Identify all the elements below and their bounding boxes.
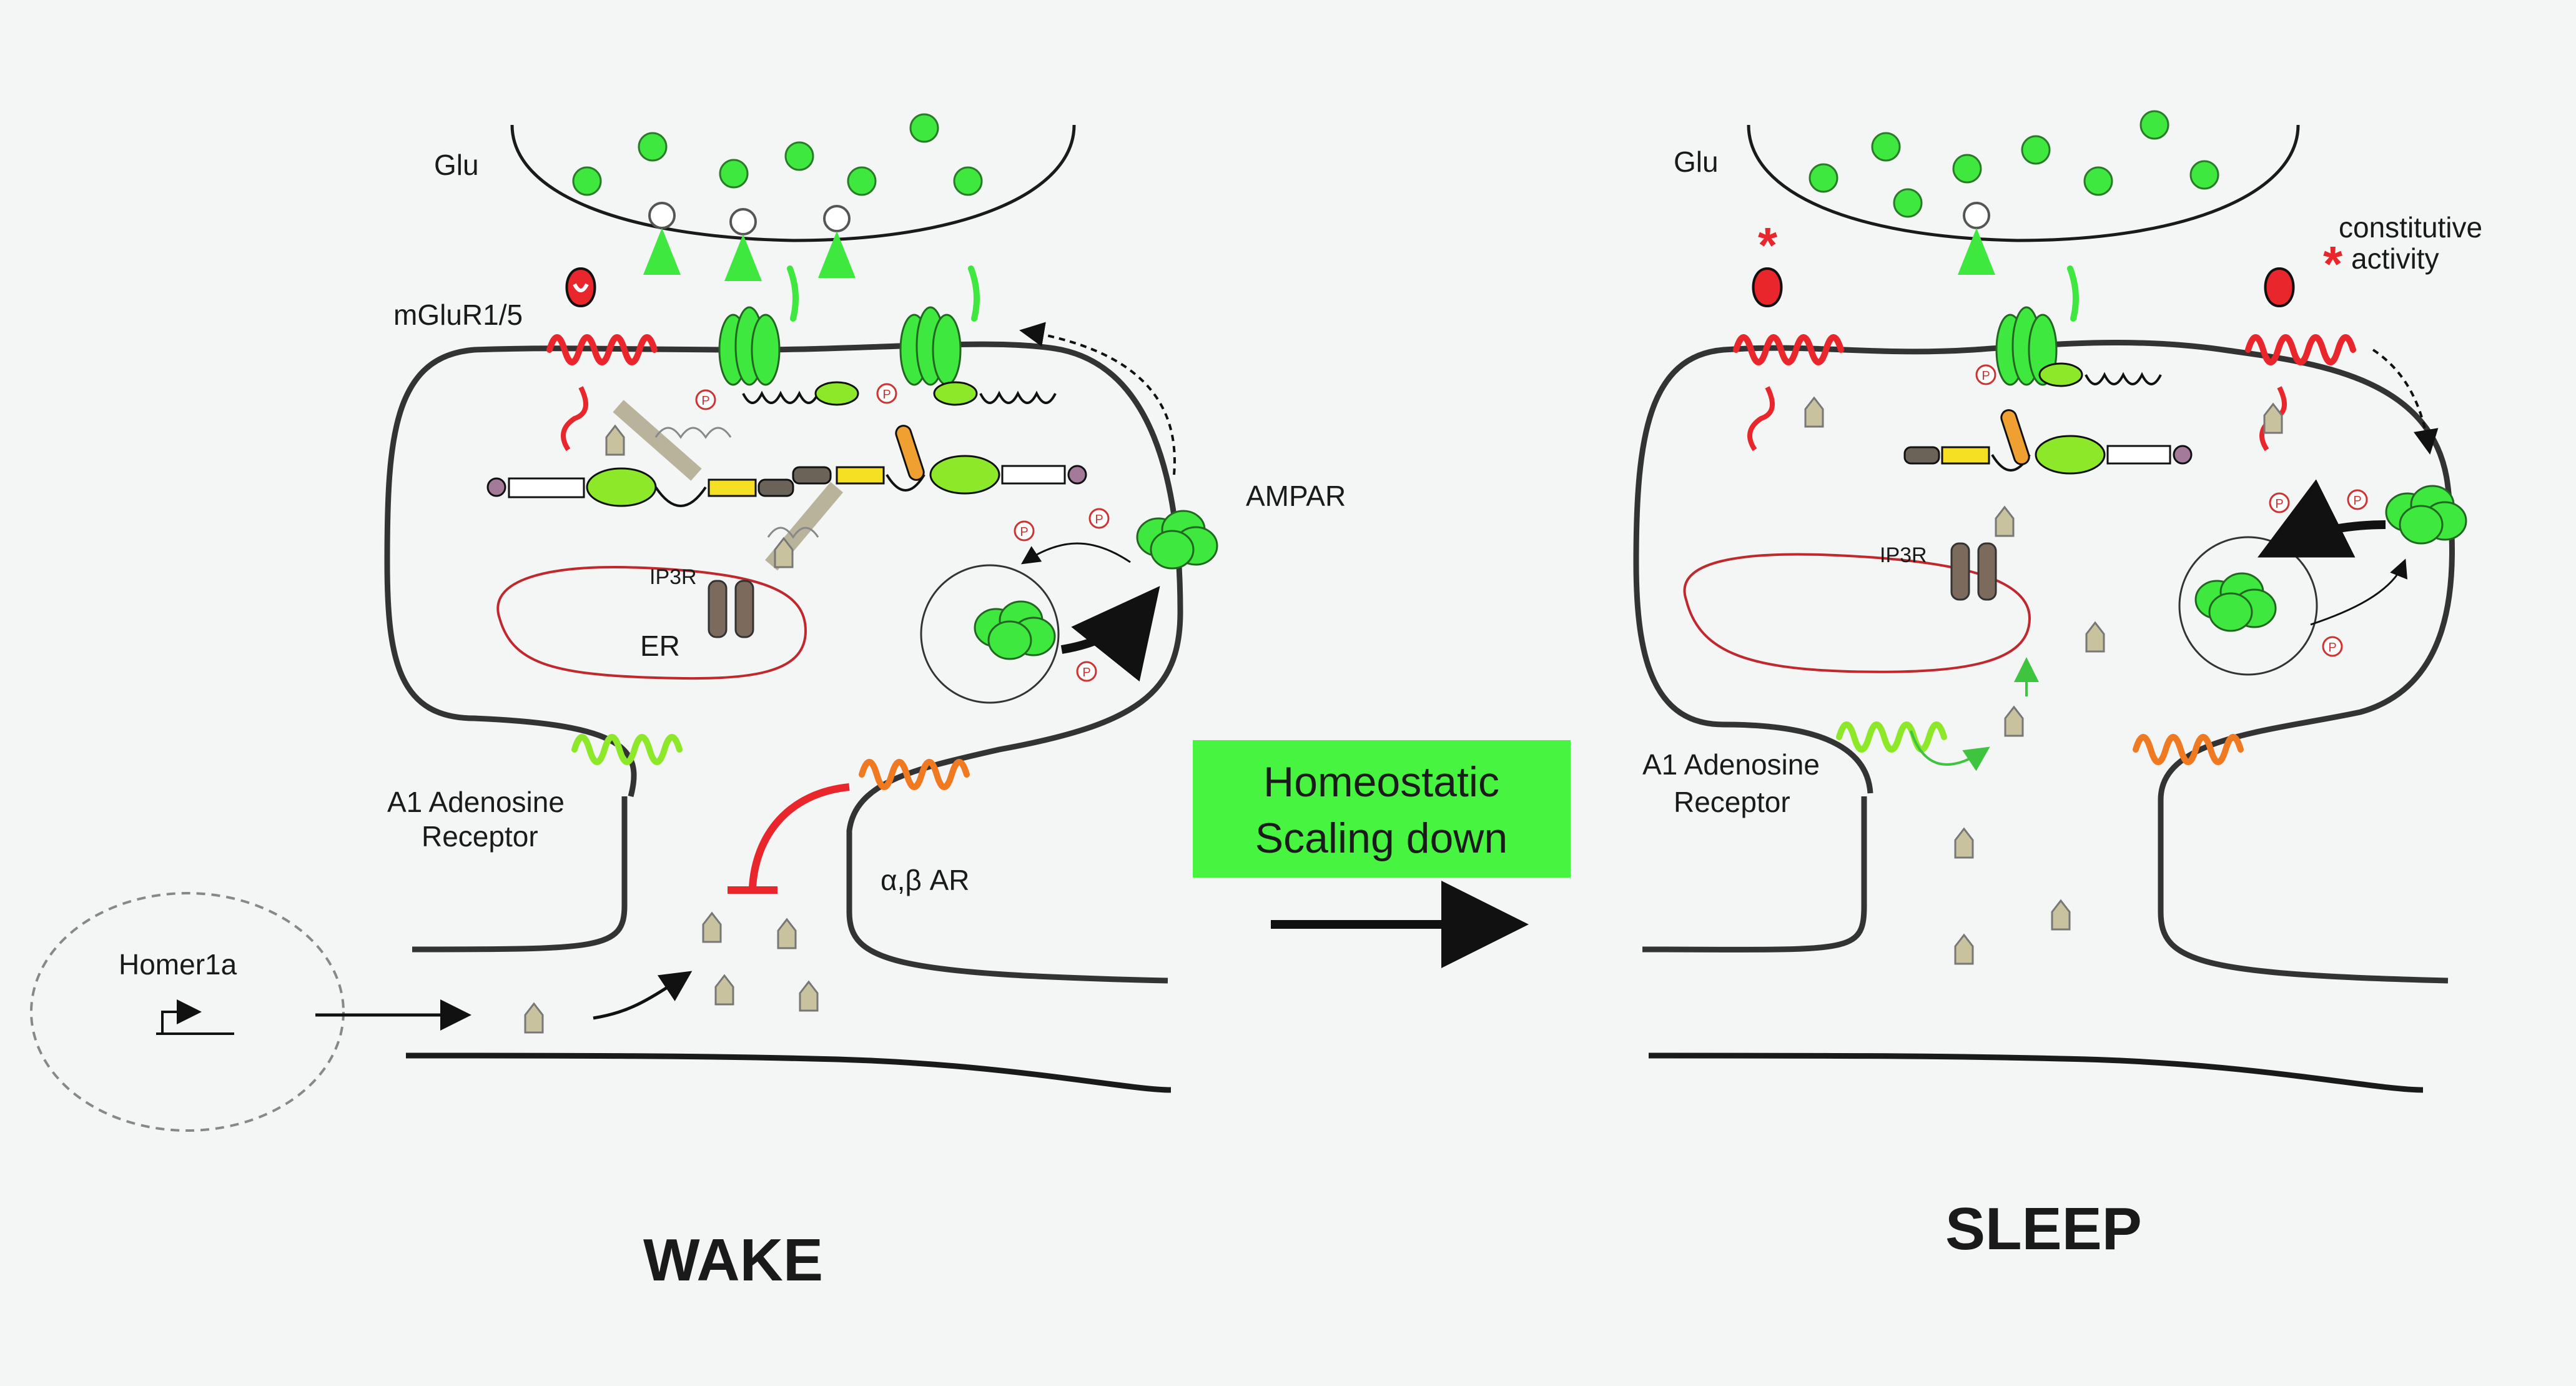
a1-label-line2: Receptor [422,820,538,853]
wake-title: WAKE [643,1227,823,1294]
banner-line2: Scaling down [1255,814,1508,862]
wake-panel: IP3R ER Homer1a [30,113,1346,1294]
sleep-ip3r-channel [1950,542,1997,601]
homeostatic-banner [1193,740,1571,878]
glu-label: Glu [434,149,479,181]
sleep-er [1683,553,2031,673]
presynaptic-terminal [510,124,1076,242]
er-label: ER [640,630,680,662]
sleep-phospho-tags [2269,489,2368,657]
sleep-endosome [2178,536,2318,676]
banner-line1: Homeostatic [1263,758,1499,806]
alpha-beta-ar [862,762,967,787]
endosome [920,564,1060,704]
wake-spine-membrane [384,341,1183,984]
sleep-adenosine-molecules [1804,397,2283,965]
sleep-dendrite-membrane [1648,1052,2424,1093]
mglur-label: mGluR1/5 [393,299,523,331]
wake-dendrite-membrane [405,1052,1172,1093]
ip3r-channel [708,580,754,638]
glutamate-vesicles [572,113,983,196]
ampar-membrane-left [718,306,781,386]
asterisk-right: * [2323,236,2343,292]
wake-er [496,566,807,680]
sleep-a1-line2: Receptor [1674,786,1790,818]
constitutive-line1: constitutive [2339,211,2482,244]
sleep-ip3r-label: IP3R [1880,543,1927,567]
sleep-glu-label: Glu [1674,146,1719,178]
homer-scaffold-chain [486,381,1087,571]
ar-label: α,β AR [881,864,970,896]
transition: Homeostatic Scaling down [1193,740,1571,968]
mglur-constitutive-left [1736,267,1841,452]
glutamate-release-sites [643,202,856,281]
ampar-membrane-right [899,306,962,386]
sleep-scaffold-chain [1903,362,2193,475]
sleep-title: SLEEP [1945,1195,2142,1262]
sleep-panel: * * IP3R [1633,110,2482,1262]
ampar-endocytosed [974,600,1056,660]
ampar-spine-edge [1136,510,1218,570]
mglur-receptor [550,267,654,452]
ip3r-label: IP3R [649,565,697,589]
gene-promoter-icon [156,1012,234,1034]
sleep-a1-receptor [1839,725,1944,750]
sleep-presynaptic-terminal [1747,124,2300,242]
homer1a-label: Homer1a [119,948,237,981]
constitutive-line2: activity [2351,242,2439,275]
a1-label-line1: A1 Adenosine [387,786,565,818]
sleep-a1-line1: A1 Adenosine [1642,748,1820,781]
nucleus [30,892,345,1132]
sleep-glutamate-vesicles [1809,110,2219,218]
sleep-ampar-spine-edge [2385,485,2467,545]
ampar-label: AMPAR [1246,480,1346,512]
asterisk-left: * [1758,217,1778,273]
sleep-ampar-endocytosed [2194,572,2277,632]
inhibition-arrow [749,783,850,888]
